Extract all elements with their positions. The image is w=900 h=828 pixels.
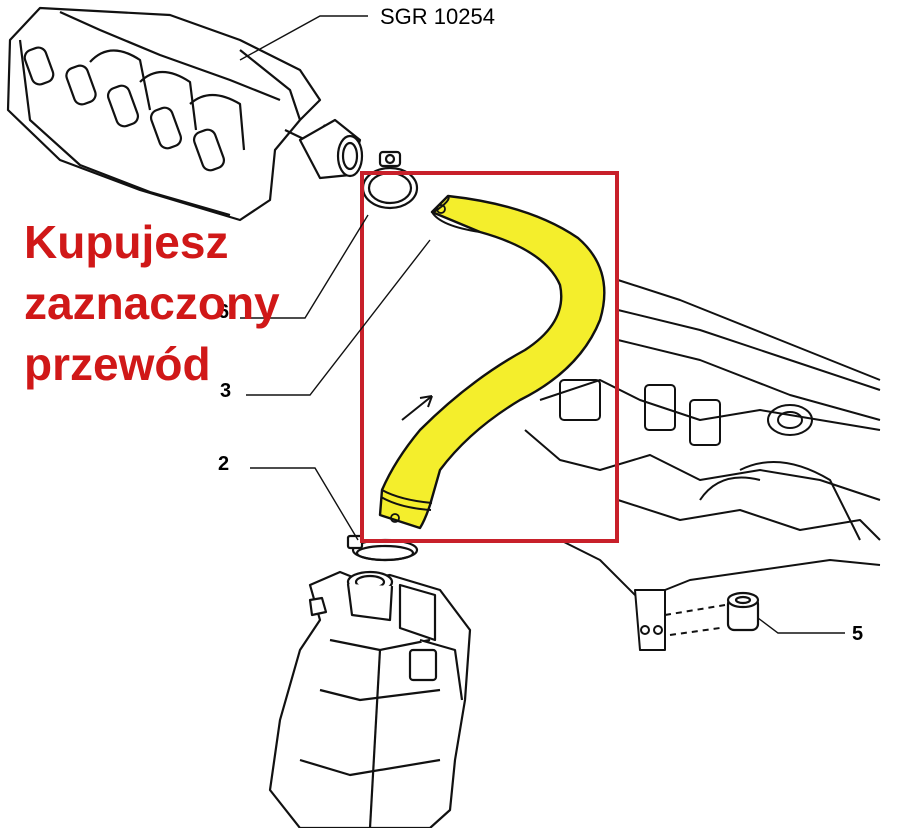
callout-2: 2 [218,453,229,475]
promo-line-2: zaznaczony [24,277,280,329]
leader-lines [239,15,845,634]
hose-clamp-upper [361,150,419,210]
callout-6: 6 [218,301,229,323]
reference-number: SGR 10254 [380,4,495,29]
intake-manifold [6,6,364,222]
callout-3: 3 [220,380,231,402]
promo-text: Kupujesz zaznaczony przewód [24,212,280,395]
callout-5: 5 [852,623,863,645]
engine-body [524,279,881,651]
highlighted-hose [378,194,606,530]
rubber-bush [726,591,760,632]
highlight-frame [360,171,619,543]
air-box [268,570,472,828]
promo-line-1: Kupujesz [24,216,229,268]
promo-line-3: przewód [24,338,211,390]
